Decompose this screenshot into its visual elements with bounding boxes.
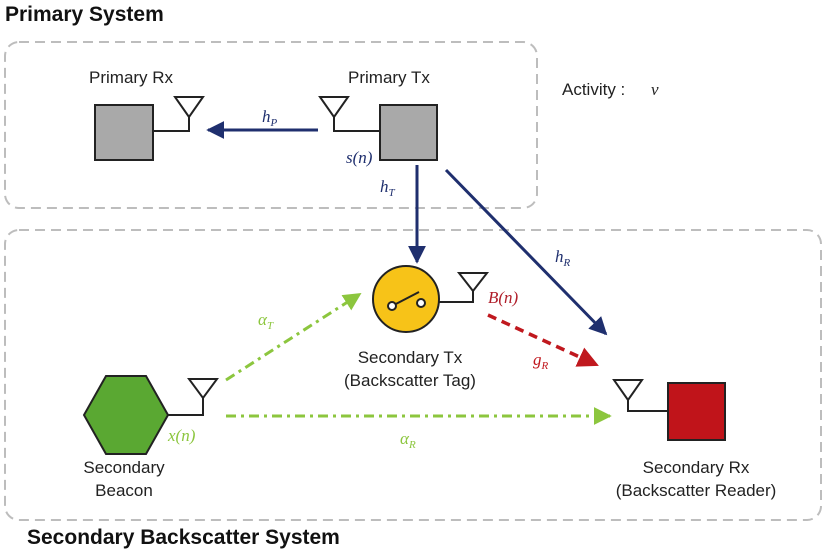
secondary-tx-sublabel: (Backscatter Tag): [344, 371, 476, 390]
antenna-icon: [612, 379, 668, 412]
activity-label: Activity :: [562, 80, 625, 99]
beacon-signal: x(n): [167, 426, 196, 445]
beacon-label: Secondary: [83, 458, 165, 477]
antenna-icon: [318, 96, 380, 132]
gr-label: gR: [533, 350, 549, 372]
primary-rx-label: Primary Rx: [89, 68, 174, 87]
beacon-node: [82, 375, 170, 455]
primary-rx-node: [94, 104, 154, 161]
activity-symbol: ν: [651, 80, 659, 99]
primary-tx-label: Primary Tx: [348, 68, 430, 87]
secondary-system-title: Secondary Backscatter System: [27, 526, 340, 549]
primary-tx-signal: s(n): [346, 148, 373, 167]
secondary-system-box: [4, 229, 822, 521]
beacon-sublabel: Beacon: [95, 481, 153, 500]
primary-system-title: Primary System: [5, 3, 164, 26]
alpha-t-link-arrow: [225, 292, 362, 382]
primary-system-box: [4, 41, 538, 209]
secondary-rx-label: Secondary Rx: [643, 458, 750, 477]
hr-link-arrow: [444, 168, 608, 336]
secondary-rx-node: [667, 382, 726, 441]
secondary-rx-sublabel: (Backscatter Reader): [616, 481, 777, 500]
gr-link-arrow: [487, 313, 599, 367]
alpha-t-label: αT: [258, 310, 274, 332]
alpha-r-label: αR: [400, 429, 416, 451]
secondary-tx-label: Secondary Tx: [358, 348, 463, 367]
antenna-icon: [439, 272, 490, 303]
switch-icon: [387, 291, 426, 311]
hp-label: hP: [262, 107, 278, 129]
hr-label: hR: [555, 247, 571, 269]
secondary-tx-signal: B(n): [488, 288, 519, 307]
ht-label: hT: [380, 177, 396, 199]
antenna-icon: [168, 378, 219, 416]
antenna-icon: [153, 96, 205, 132]
primary-tx-node: [379, 104, 438, 161]
